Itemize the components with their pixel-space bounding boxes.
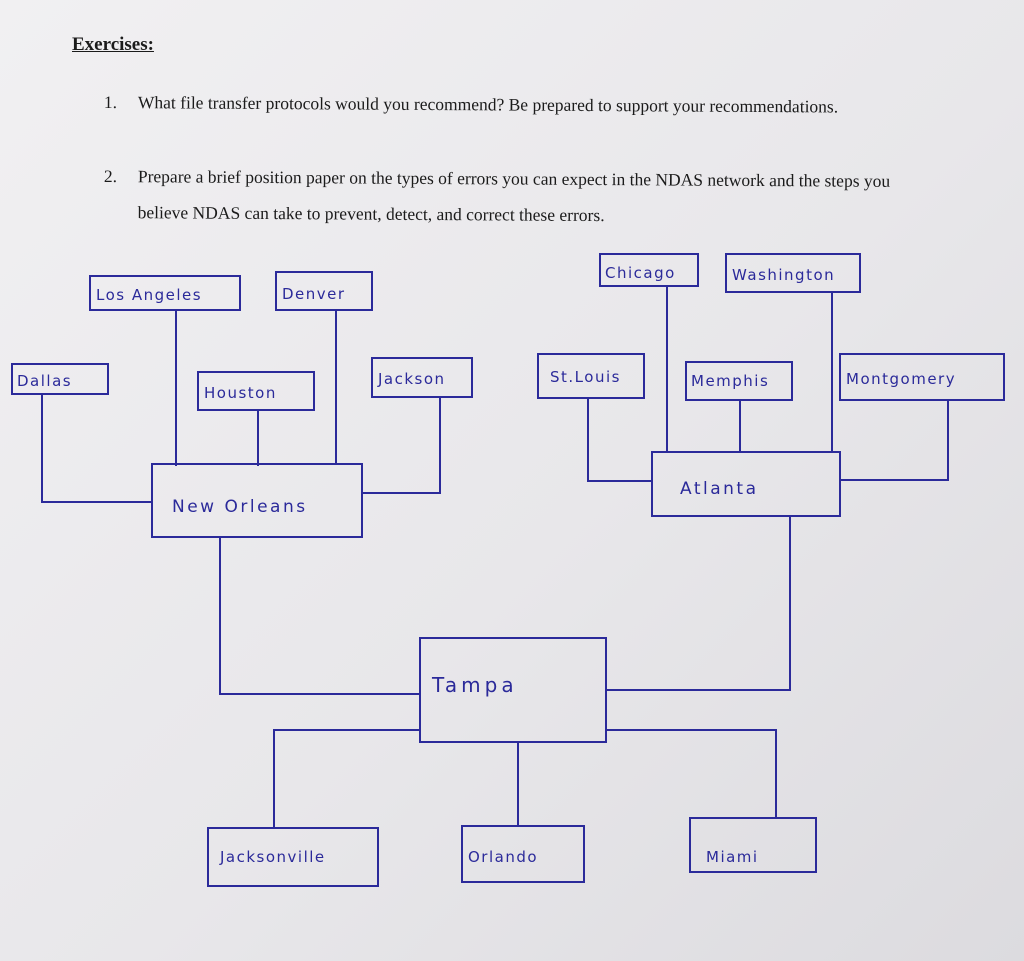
node-label: Atlanta — [680, 479, 759, 499]
node-jackson: Jackson — [371, 357, 473, 398]
node-atlanta: Atlanta — [651, 451, 841, 517]
node-memphis: Memphis — [685, 361, 793, 401]
node-label: Jacksonville — [219, 848, 326, 866]
node-orlando: Orlando — [461, 825, 585, 883]
node-tampa: Tampa — [419, 637, 607, 743]
link-new-orleans-tampa — [219, 537, 420, 695]
exercises-heading: Exercises: — [72, 34, 154, 55]
node-denver: Denver — [275, 271, 373, 311]
node-label: Jackson — [377, 370, 446, 388]
link-tampa-jacksonville — [273, 729, 420, 828]
node-washington: Washington — [725, 253, 861, 293]
node-chicago: Chicago — [599, 253, 699, 287]
node-miami: Miami — [689, 817, 817, 873]
link-dallas-new-orleans — [41, 394, 152, 503]
node-houston: Houston — [197, 371, 315, 411]
link-atlanta-tampa — [606, 516, 791, 691]
node-label: St.Louis — [550, 368, 621, 386]
node-label: Dallas — [17, 372, 72, 390]
link-montgomery-atlanta — [840, 400, 949, 481]
link-st-louis-atlanta — [587, 398, 652, 482]
node-label: Montgomery — [846, 370, 956, 388]
node-label: Chicago — [605, 264, 676, 282]
node-label: Orlando — [468, 848, 538, 866]
node-label: Denver — [282, 285, 346, 303]
network-links — [41, 286, 949, 828]
node-label: Washington — [732, 266, 835, 284]
node-jacksonville: Jacksonville — [207, 827, 379, 887]
node-label: Miami — [706, 848, 759, 866]
node-label: New Orleans — [172, 497, 308, 517]
link-tampa-miami — [606, 729, 777, 818]
node-dallas: Dallas — [11, 363, 109, 395]
node-new-orleans: New Orleans — [151, 463, 363, 538]
node-label: Houston — [204, 384, 277, 402]
node-label: Tampa — [431, 673, 518, 697]
node-montgomery: Montgomery — [839, 353, 1005, 401]
node-st-louis: St.Louis — [537, 353, 645, 399]
link-jackson-new-orleans — [362, 397, 441, 494]
node-los-angeles: Los Angeles — [89, 275, 241, 311]
node-label: Los Angeles — [96, 286, 202, 304]
node-label: Memphis — [691, 372, 769, 390]
